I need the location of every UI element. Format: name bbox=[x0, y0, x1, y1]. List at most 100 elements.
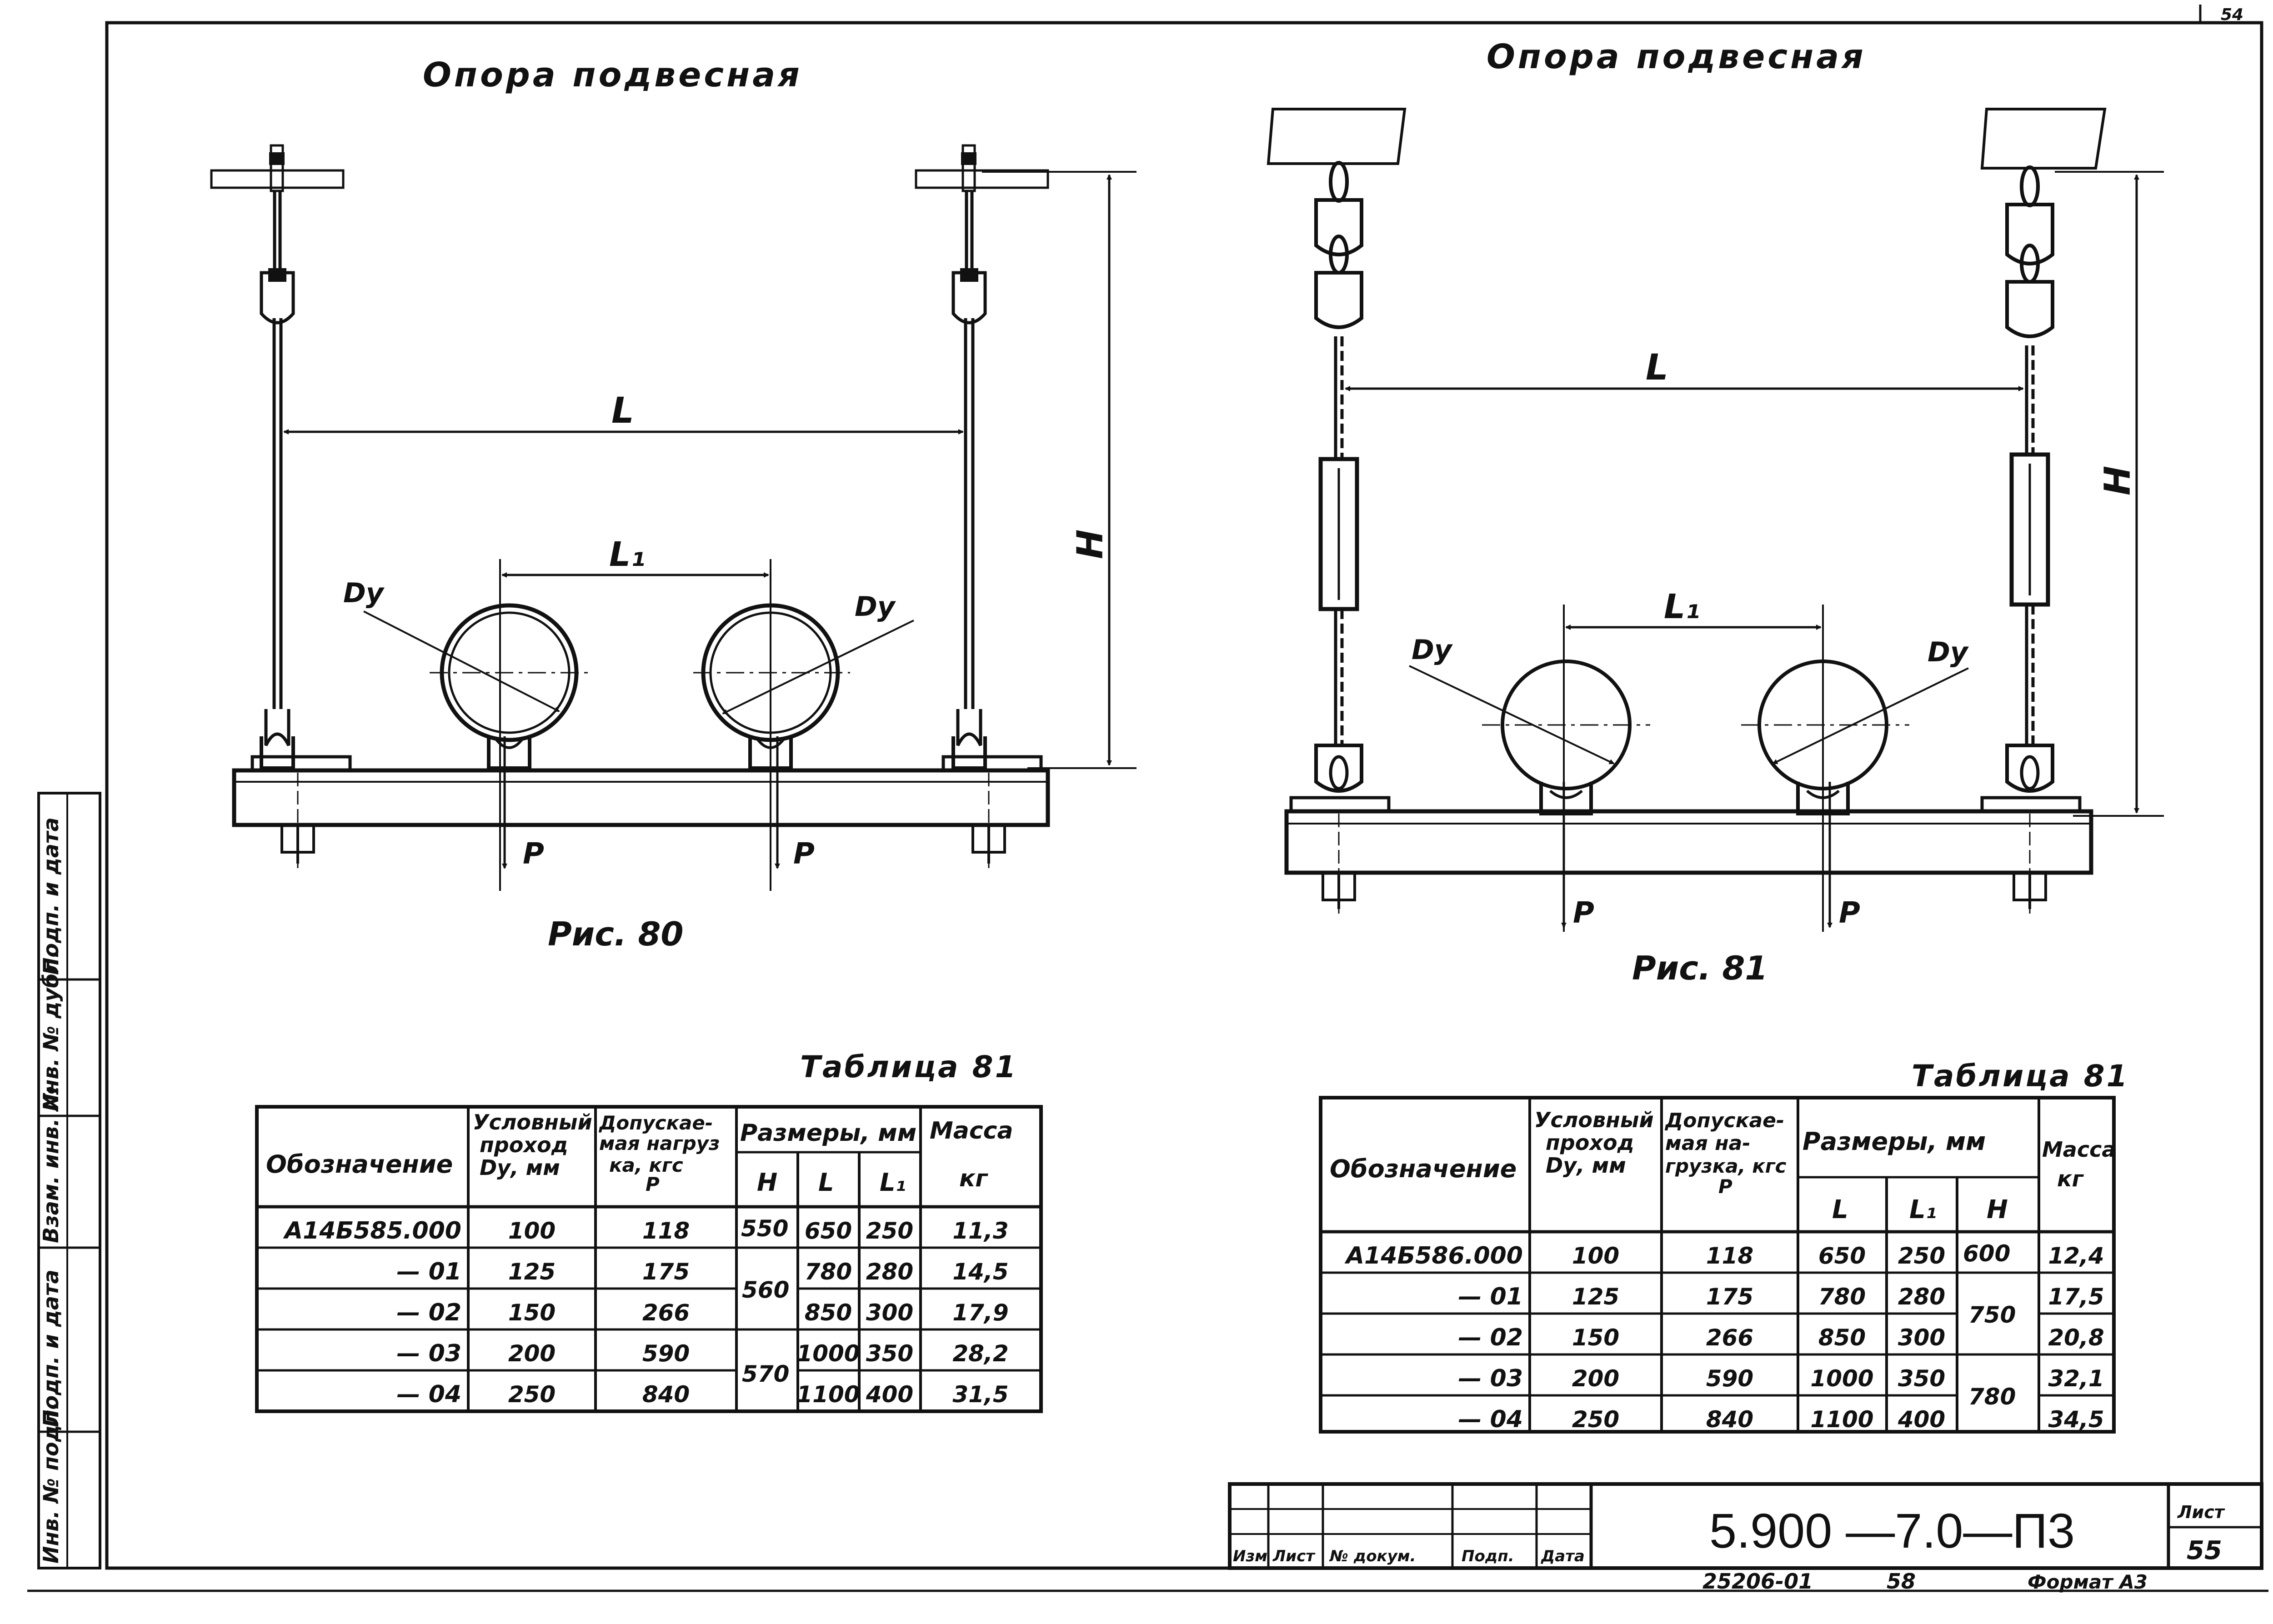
sidebar-field-inv-dubl: Инв. № дубл. bbox=[39, 950, 63, 1111]
tb-format: Формат А3 bbox=[2028, 1571, 2148, 1593]
tb-bottom-number: 25206-01 bbox=[1702, 1569, 1813, 1594]
table-left-cell-m: 14,5 bbox=[952, 1259, 1008, 1285]
leader-Dy-left-2 bbox=[722, 620, 914, 715]
table-left-cell-L1: 300 bbox=[866, 1299, 913, 1326]
table-right-title: Таблица 81 bbox=[1912, 1059, 2129, 1094]
table-right-cell-dy: 125 bbox=[1572, 1284, 1619, 1310]
label-P-left-2: P bbox=[793, 837, 815, 871]
pipe-left-2 bbox=[693, 603, 850, 770]
tr-h-passage-3: Dу, мм bbox=[1546, 1153, 1626, 1178]
tr-h-dims: Размеры, мм bbox=[1802, 1127, 1986, 1156]
sidebar-field-vzam-inv: Взам. инв. № bbox=[39, 1086, 63, 1243]
figure-80-title: Опора подвесная bbox=[423, 55, 802, 95]
tb-col-podp: Подп. bbox=[1462, 1547, 1514, 1565]
table-81-left: Таблица 81 Обозначение Условный проход D… bbox=[255, 1049, 1043, 1413]
left-hanger-rod bbox=[260, 144, 295, 770]
tr-h-L1: L₁ bbox=[1909, 1195, 1937, 1224]
table-right-cell-code: — 03 bbox=[1458, 1365, 1523, 1392]
table-right-cell-p: 266 bbox=[1706, 1324, 1753, 1351]
table-left-cell-L: 850 bbox=[805, 1299, 852, 1326]
table-left-cell-L: 780 bbox=[805, 1259, 852, 1285]
table-right-cell-dy: 250 bbox=[1572, 1406, 1619, 1433]
sidebar-field-podp-data-1: Подп. и дата bbox=[39, 1269, 63, 1427]
table-right-cell-dy: 150 bbox=[1572, 1324, 1619, 1351]
tl-h-H: H bbox=[757, 1168, 777, 1197]
tl-H-2: 560 bbox=[742, 1277, 789, 1303]
tr-h-load-4: P bbox=[1718, 1175, 1732, 1198]
pipe-right-1 bbox=[1482, 660, 1650, 815]
table-right-cell-L1: 300 bbox=[1898, 1324, 1945, 1351]
tl-H-3: 570 bbox=[742, 1361, 789, 1387]
table-right-cell-L1: 350 bbox=[1898, 1365, 1945, 1392]
table-left-cell-dy: 250 bbox=[508, 1381, 556, 1408]
table-left-cell-L: 1100 bbox=[796, 1381, 860, 1408]
tl-h-load-2: мая нагруз bbox=[599, 1132, 720, 1154]
figure-81: Опора подвесная bbox=[1267, 37, 2164, 987]
sidebar-field-inv-podl: Инв. № подл. bbox=[39, 1402, 63, 1564]
table-left-cell-code: — 03 bbox=[397, 1340, 461, 1367]
table-left-cell-L: 650 bbox=[805, 1218, 852, 1244]
table-right-cell-L: 650 bbox=[1818, 1243, 1866, 1269]
tl-h-passage-2: проход bbox=[480, 1133, 568, 1157]
table-left-cell-p: 175 bbox=[642, 1259, 690, 1285]
table-right-cell-m: 32,1 bbox=[2048, 1365, 2104, 1392]
table-left-cell-dy: 100 bbox=[508, 1218, 556, 1244]
table-left-cell-dy: 200 bbox=[508, 1340, 556, 1367]
tb-sheet-label: Лист bbox=[2177, 1502, 2225, 1522]
tl-h-mass-2: кг bbox=[959, 1165, 988, 1192]
label-H-right: H bbox=[2098, 466, 2138, 495]
left-chain-hanger bbox=[1314, 161, 1363, 793]
table-right-cell-code: — 02 bbox=[1458, 1324, 1523, 1351]
sidebar-field-podp-data-2: Подп. и дата bbox=[39, 817, 63, 975]
ceiling-left-hatch bbox=[210, 169, 345, 189]
table-right-cell-L1: 400 bbox=[1898, 1406, 1945, 1433]
label-L1-left: L₁ bbox=[609, 535, 646, 574]
table-left-cell-m: 11,3 bbox=[952, 1218, 1008, 1244]
table-left-cell-p: 840 bbox=[642, 1381, 690, 1408]
table-right-cell-code: — 01 bbox=[1458, 1283, 1523, 1310]
table-left-cell-dy: 150 bbox=[508, 1299, 556, 1326]
tl-h-L1: L₁ bbox=[880, 1168, 906, 1197]
sheet-frame: 54 bbox=[27, 5, 2268, 1592]
ceiling-block-right bbox=[1980, 108, 2107, 170]
table-left-cell-code: А14Б585.000 bbox=[283, 1217, 461, 1244]
tb-sheet-number: 55 bbox=[2187, 1536, 2222, 1565]
tr-H-2: 750 bbox=[1968, 1302, 2016, 1328]
table-right-cell-m: 17,5 bbox=[2048, 1284, 2104, 1310]
ceiling-right-hatch bbox=[915, 169, 1049, 189]
label-Dy-right-2: Dу bbox=[1928, 636, 1969, 668]
ceiling-block-left bbox=[1267, 108, 1407, 165]
label-P-left-1: P bbox=[523, 837, 544, 871]
table-left-cell-code: — 02 bbox=[397, 1299, 461, 1326]
table-right-cell-p: 590 bbox=[1706, 1365, 1753, 1392]
document-code: 5.900 —7.0—П3 bbox=[1709, 1503, 2075, 1558]
tl-h-load-3: ка, кгс bbox=[609, 1154, 683, 1176]
table-left-cell-L1: 250 bbox=[866, 1218, 913, 1244]
tl-H-1: 550 bbox=[741, 1215, 788, 1242]
table-right-cell-L: 780 bbox=[1818, 1284, 1866, 1310]
table-left-cell-L1: 400 bbox=[866, 1381, 913, 1408]
tl-h-mass-1: Масса bbox=[930, 1117, 1013, 1144]
label-L-right: L bbox=[1646, 347, 1668, 388]
left-sidebar-stamp: Инв. № подл. Подп. и дата Взам. инв. № И… bbox=[37, 792, 101, 1569]
table-left-cell-dy: 125 bbox=[508, 1259, 556, 1285]
table-right-cell-L: 1100 bbox=[1810, 1406, 1873, 1433]
table-right-cell-m: 12,4 bbox=[2048, 1243, 2104, 1269]
table-right-cell-L: 850 bbox=[1818, 1324, 1866, 1351]
table-left-cell-L: 1000 bbox=[796, 1340, 860, 1367]
figure-80: Опора подвесная bbox=[210, 55, 1136, 953]
tb-col-list: Лист bbox=[1272, 1547, 1316, 1565]
label-Dy-left-1: Dу bbox=[343, 577, 385, 609]
tr-h-load-3: грузка, кгс bbox=[1665, 1155, 1787, 1177]
figure-81-caption: Рис. 81 bbox=[1632, 949, 1768, 987]
table-left-cell-L1: 350 bbox=[866, 1340, 913, 1367]
tr-H-3: 780 bbox=[1968, 1384, 2016, 1410]
table-left-cell-p: 590 bbox=[642, 1340, 690, 1367]
tl-h-dims: Размеры, мм bbox=[740, 1119, 916, 1147]
tl-h-load-1: Допускае- bbox=[598, 1112, 713, 1134]
table-right-cell-code: А14Б586.000 bbox=[1344, 1242, 1523, 1269]
pipe-right-2 bbox=[1741, 660, 1909, 815]
